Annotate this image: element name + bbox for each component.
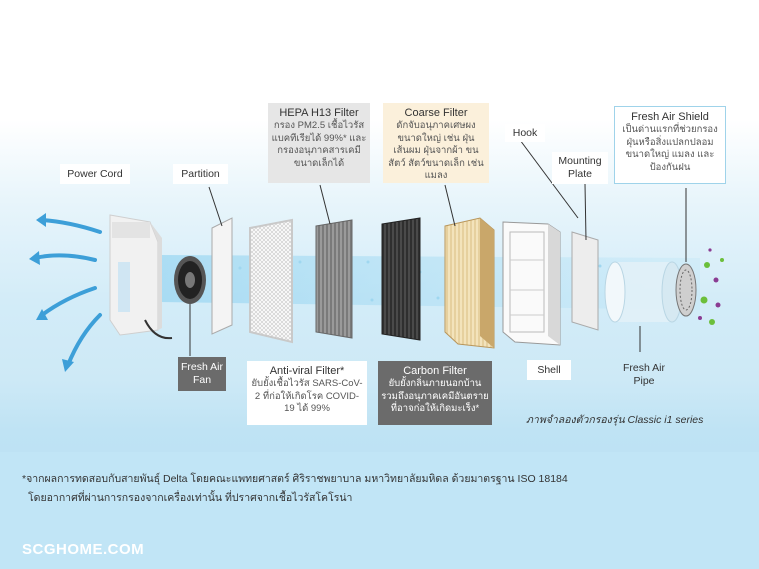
virus-particles: [698, 248, 724, 325]
label-power-cord: Power Cord: [60, 164, 130, 184]
label-shell: Shell: [527, 360, 571, 380]
purifier-body: [109, 214, 173, 340]
mounting-plate-graphic: [571, 231, 599, 331]
label-hook: Hook: [505, 124, 545, 142]
label-fresh-air-shield: Fresh Air Shield เป็นด่านแรกที่ช่วยกรองฝ…: [614, 106, 726, 184]
partition-plate: [211, 217, 233, 335]
label-hepa-filter: HEPA H13 Filter กรอง PM2.5 เชื้อไวรัส แบ…: [268, 103, 370, 183]
label-mounting-plate: Mounting Plate: [552, 152, 608, 184]
carbon-filter: [381, 217, 421, 341]
hepa-title: HEPA H13 Filter: [279, 107, 359, 119]
carbon-desc: ยับยั้งกลิ่นภายนอกบ้าน รวมถึงอนุภาคเคมีอ…: [381, 378, 489, 414]
footnote-line-2: โดยอากาศที่ผ่านการกรองจากเครื่องเท่านั้น…: [28, 492, 353, 504]
hepa-desc: กรอง PM2.5 เชื้อไวรัส แบคทีเรียได้ 99%* …: [271, 120, 367, 169]
label-partition: Partition: [173, 164, 228, 184]
label-carbon-filter: Carbon Filter ยับยั้งกลิ่นภายนอกบ้าน รวม…: [378, 361, 492, 425]
anti-viral-title: Anti-viral Filter*: [269, 365, 345, 377]
coarse-title: Coarse Filter: [404, 107, 468, 119]
fresh-air-shield-graphic: [675, 188, 697, 317]
shield-title: Fresh Air Shield: [631, 111, 709, 123]
brand-logo-text: SCGHOME.COM: [22, 541, 145, 558]
outflow-arrows: [33, 218, 102, 367]
shell-frame: [502, 221, 561, 346]
coarse-desc: ดักจับอนุภาคเศษผงขนาดใหญ่ เช่น ฝุ่น เส้น…: [388, 120, 484, 181]
footer-band: [0, 452, 759, 569]
anti-viral-filter: [249, 218, 293, 344]
label-fresh-air-fan: Fresh Air Fan: [178, 357, 226, 391]
carbon-title: Carbon Filter: [403, 365, 467, 377]
model-caption: ภาพจำลองตัวกรองรุ่น Classic i1 series: [526, 414, 704, 426]
hepa-filter: [315, 219, 353, 339]
fresh-air-pipe-graphic: [604, 261, 683, 352]
label-anti-viral-filter: Anti-viral Filter* ยับยั้งเชื้อไวรัส SAR…: [247, 361, 367, 425]
footnote-line-1: *จากผลการทดสอบกับสายพันธุ์ Delta โดยคณะแ…: [22, 473, 568, 485]
label-coarse-filter: Coarse Filter ดักจับอนุภาคเศษผงขนาดใหญ่ …: [383, 103, 489, 183]
anti-viral-desc: ยับยั้งเชื้อไวรัส SARS-CoV-2 ที่ก่อให้เก…: [251, 378, 363, 414]
label-fresh-air-pipe: Fresh Air Pipe: [622, 362, 665, 387]
fresh-air-fan-graphic: [174, 256, 206, 356]
shield-desc: เป็นด่านแรกที่ช่วยกรองฝุ่นหรือสิ่งแปลกปล…: [622, 124, 718, 173]
airflow-beam: [160, 255, 700, 310]
